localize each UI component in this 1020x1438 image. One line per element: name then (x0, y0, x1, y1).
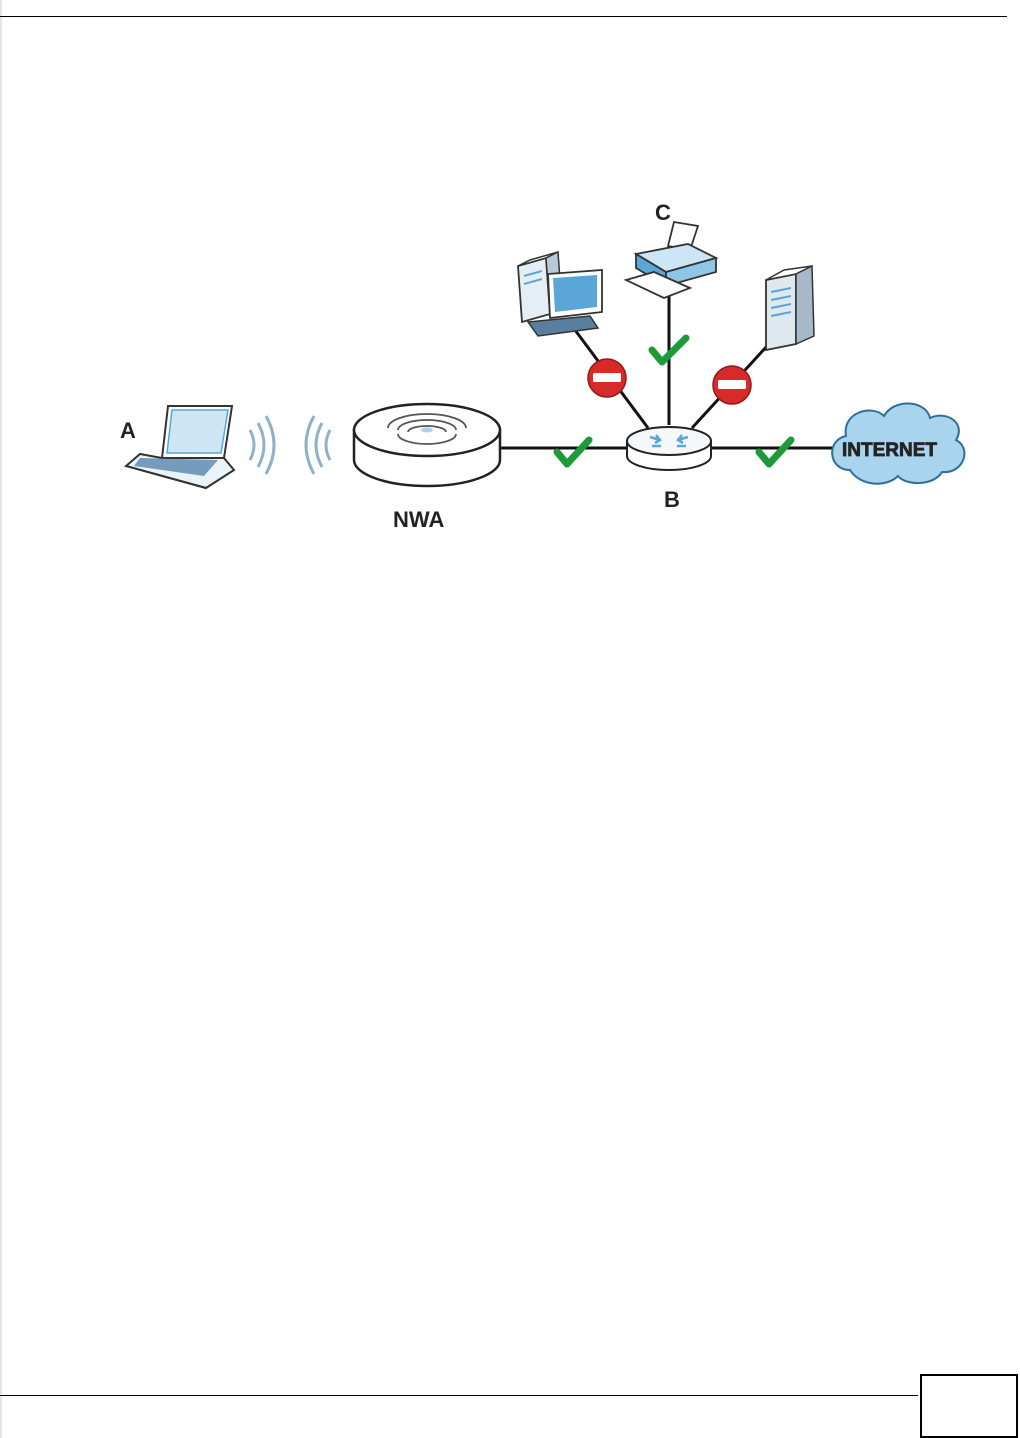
client-a-label: A (120, 418, 136, 443)
footer-rule (0, 1395, 918, 1396)
access-point-label: NWA (393, 507, 444, 532)
printer-icon (626, 222, 716, 298)
access-point-icon (354, 404, 500, 486)
laptop-icon (126, 406, 234, 488)
computer-icon (518, 252, 602, 336)
blocked-icon (588, 359, 626, 397)
wireless-signal-icon (250, 416, 330, 474)
router-icon (627, 427, 711, 470)
internet-label: INTERNET (842, 440, 937, 461)
page-number-box (920, 1374, 1018, 1438)
router-b-label: B (664, 487, 680, 512)
allowed-check-icon (557, 440, 589, 464)
blocked-icon (713, 366, 751, 404)
server-icon (766, 266, 814, 350)
printer-c-label: C (655, 200, 671, 225)
allowed-check-icon (759, 440, 791, 464)
